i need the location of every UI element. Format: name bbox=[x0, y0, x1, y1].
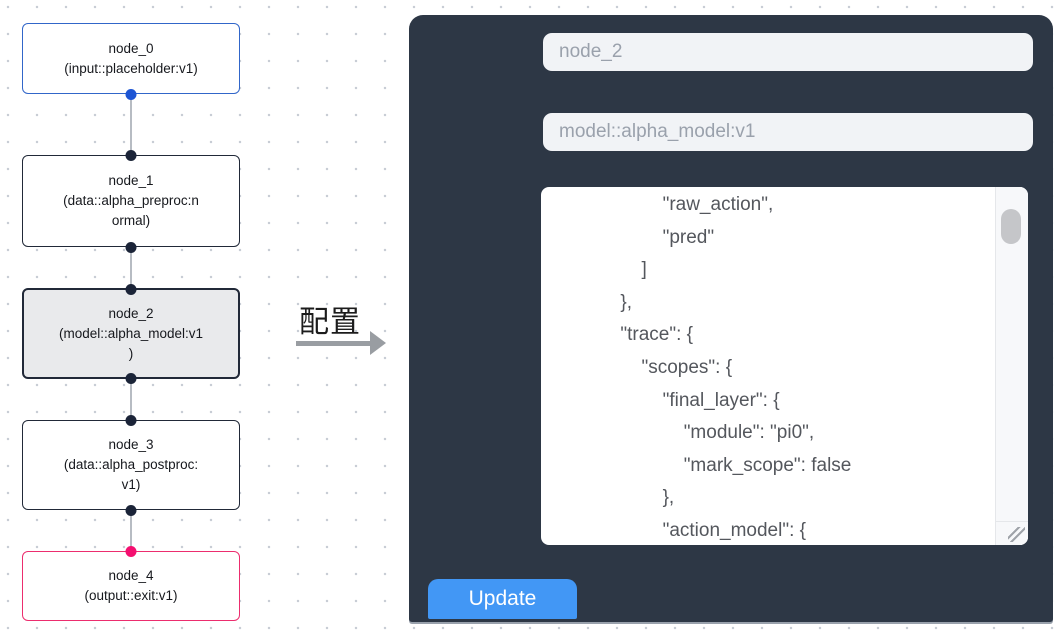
flow-node-node_2[interactable]: node_2 (model::alpha_model:v1 ) bbox=[22, 283, 240, 384]
flow-node-node_1[interactable]: node_1 (data::alpha_preproc:n ormal) bbox=[22, 149, 240, 253]
config-textarea[interactable]: "raw_action", "pred" ] }, "trace": { "sc… bbox=[541, 187, 1028, 545]
resize-grip-icon bbox=[1008, 527, 1025, 542]
resize-corner[interactable] bbox=[996, 521, 1028, 545]
update-button[interactable]: Update bbox=[428, 579, 577, 619]
flow-node-node_0[interactable]: node_0 (input::placeholder:v1) bbox=[22, 23, 240, 100]
annotation-label: 配置 bbox=[299, 306, 361, 339]
edge-node_2-node_3 bbox=[130, 379, 132, 420]
port-top[interactable] bbox=[125, 149, 137, 161]
port-bottom[interactable] bbox=[125, 241, 137, 253]
node-label: node_2 (model::alpha_model:v1 ) bbox=[58, 305, 204, 361]
node-label: node_3 (data::alpha_postproc: v1) bbox=[63, 437, 199, 492]
port-bottom[interactable] bbox=[125, 88, 137, 100]
scrollbar-track[interactable] bbox=[995, 187, 1028, 545]
config-json-text: "raw_action", "pred" ] }, "trace": { "sc… bbox=[620, 194, 852, 541]
port-top[interactable] bbox=[125, 283, 137, 295]
config-panel: ID type config "raw_action", "pred" ] },… bbox=[409, 15, 1053, 622]
port-bottom[interactable] bbox=[125, 372, 137, 384]
node-label: node_0 (input::placeholder:v1) bbox=[64, 40, 198, 76]
type-input[interactable] bbox=[543, 113, 1033, 151]
edge-node_1-node_2 bbox=[130, 247, 132, 288]
arrow-right-icon bbox=[296, 341, 372, 346]
port-top[interactable] bbox=[125, 545, 137, 557]
arrow-right-head-icon bbox=[370, 331, 386, 355]
flow-node-node_4[interactable]: node_4 (output::exit:v1) bbox=[22, 545, 240, 621]
scrollbar-thumb[interactable] bbox=[1001, 209, 1021, 244]
node-label: node_4 (output::exit:v1) bbox=[84, 568, 178, 603]
edge-node_0-node_1 bbox=[130, 94, 132, 155]
id-input[interactable] bbox=[543, 33, 1033, 71]
edge-node_3-node_4 bbox=[130, 510, 132, 551]
port-bottom[interactable] bbox=[125, 504, 137, 516]
port-top[interactable] bbox=[125, 414, 137, 426]
node-label: node_1 (data::alpha_preproc:n ormal) bbox=[63, 173, 199, 228]
flow-node-node_3[interactable]: node_3 (data::alpha_postproc: v1) bbox=[22, 414, 240, 516]
